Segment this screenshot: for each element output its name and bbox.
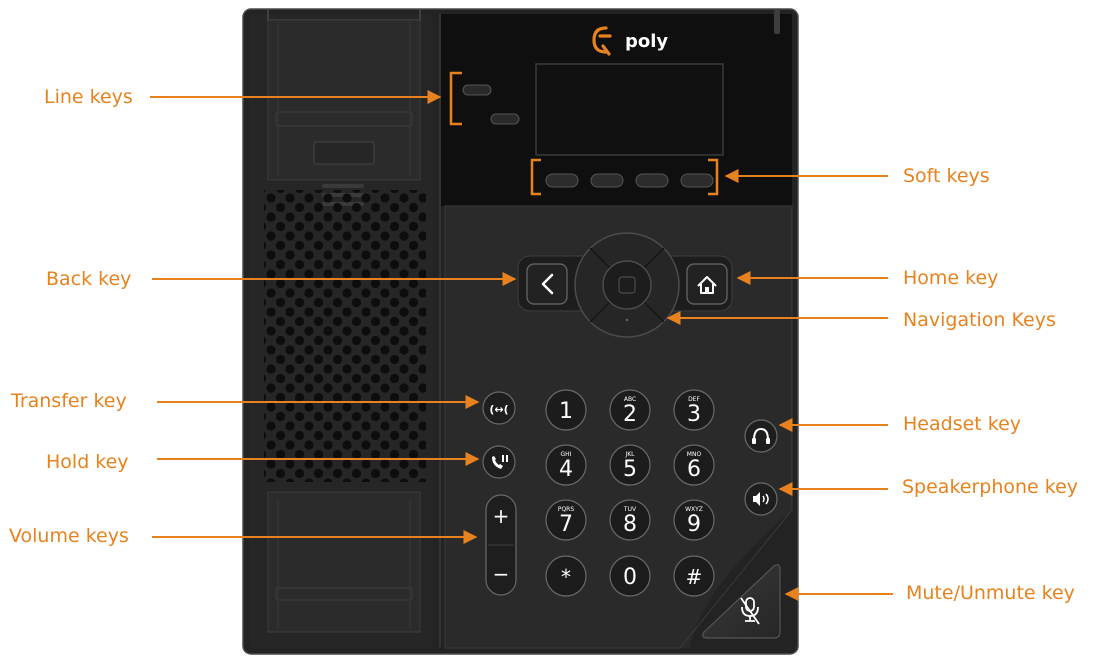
- dial-key-letters: ABC: [624, 396, 636, 403]
- volume-down-icon[interactable]: −: [493, 562, 510, 586]
- speaker-grille: [264, 190, 426, 482]
- label-mute-key: Mute/Unmute key: [906, 582, 1075, 604]
- label-volume-keys: Volume keys: [9, 525, 129, 547]
- dial-key-digit: 6: [687, 457, 701, 482]
- dial-key-letters: WXYZ: [685, 506, 703, 513]
- volume-keys[interactable]: + −: [485, 494, 517, 596]
- soft-keys-group: [530, 158, 719, 196]
- callout-arrows: [150, 90, 893, 601]
- logo-text: poly: [625, 31, 668, 52]
- dial-key-letters: JKL: [624, 451, 635, 458]
- dial-key-letters: DEF: [688, 396, 700, 403]
- label-line-keys: Line keys: [44, 86, 133, 108]
- dial-key-star[interactable]: *: [545, 555, 587, 597]
- dial-key-digit: *: [561, 565, 571, 589]
- dial-key-digit: #: [686, 565, 703, 589]
- phone-body: [242, 8, 799, 655]
- label-hold-key: Hold key: [46, 451, 129, 473]
- label-speakerphone-key: Speakerphone key: [902, 476, 1079, 498]
- chevron-left-icon: [541, 273, 554, 295]
- label-navigation-keys: Navigation Keys: [903, 309, 1056, 331]
- dial-key-0[interactable]: 0: [609, 555, 651, 597]
- soft-key-1[interactable]: [545, 173, 579, 188]
- back-key[interactable]: [526, 263, 568, 305]
- hold-icon: [492, 456, 503, 469]
- speakerphone-key[interactable]: [744, 482, 778, 516]
- soft-keys-bracket-left: [530, 158, 541, 196]
- line-key-2[interactable]: [490, 113, 520, 125]
- navigation-keys[interactable]: [574, 232, 680, 338]
- dial-key-digit: 8: [623, 512, 637, 537]
- soft-keys-bracket-right: [708, 158, 719, 196]
- transfer-key[interactable]: (↔(: [482, 391, 516, 425]
- mute-key[interactable]: [702, 564, 781, 639]
- display-screen: [535, 63, 724, 156]
- dial-key-digit: 0: [623, 565, 637, 590]
- dial-key-1[interactable]: 1: [545, 389, 587, 431]
- dial-key-letters: MNO: [687, 451, 702, 458]
- headset-icon: [753, 427, 769, 441]
- hold-key[interactable]: [482, 445, 516, 479]
- dial-key-digit: 1: [559, 399, 573, 424]
- select-key[interactable]: [602, 260, 652, 310]
- headset-key[interactable]: [744, 419, 778, 453]
- dial-key-digit: 3: [687, 402, 701, 427]
- line-keys-group: [449, 71, 520, 126]
- home-key[interactable]: [686, 263, 728, 305]
- soft-key-3[interactable]: [635, 173, 669, 188]
- dial-key-letters: GHI: [561, 451, 572, 458]
- transfer-icon: (↔(: [489, 403, 508, 416]
- dial-key-hash[interactable]: #: [673, 555, 715, 597]
- line-keys-bracket: [449, 71, 462, 126]
- soft-key-4[interactable]: [680, 173, 714, 188]
- line-key-1[interactable]: [462, 84, 492, 96]
- label-home-key: Home key: [903, 267, 999, 289]
- speaker-icon: [753, 492, 760, 506]
- dial-key-letters: PQRS: [558, 506, 575, 513]
- mic-muted-icon: [740, 597, 760, 625]
- dial-key-letters: TUV: [623, 506, 637, 513]
- dial-key-digit: 9: [687, 512, 701, 537]
- poly-logo: poly: [592, 26, 668, 56]
- dial-key-digit: 7: [559, 512, 573, 537]
- dial-key-digit: 4: [559, 457, 573, 482]
- label-transfer-key: Transfer key: [11, 390, 127, 412]
- dial-key-digit: 2: [623, 402, 637, 427]
- label-headset-key: Headset key: [903, 413, 1022, 435]
- label-soft-keys: Soft keys: [903, 165, 990, 187]
- dial-key-digit: 5: [623, 457, 637, 482]
- label-back-key: Back key: [46, 268, 132, 290]
- soft-key-2[interactable]: [590, 173, 624, 188]
- volume-up-icon[interactable]: +: [493, 504, 510, 528]
